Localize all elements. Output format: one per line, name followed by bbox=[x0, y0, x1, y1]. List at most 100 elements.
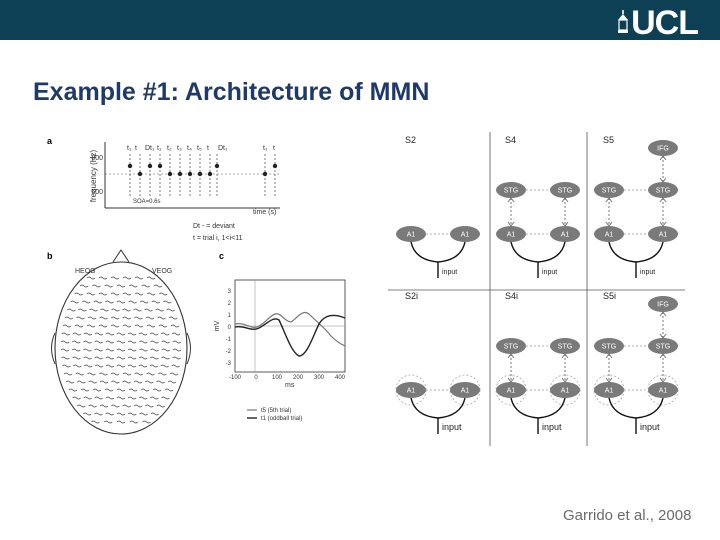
electrode-trace bbox=[116, 420, 126, 424]
stg-left-label: STG bbox=[602, 188, 616, 195]
erp-trace-t1 bbox=[234, 314, 346, 357]
electrode-trace bbox=[110, 292, 120, 296]
electrode-trace bbox=[156, 404, 166, 408]
electrode-trace bbox=[100, 308, 109, 312]
model-cell-label: S5 bbox=[603, 135, 614, 145]
trial-dot bbox=[177, 171, 183, 177]
electrode-trace bbox=[110, 372, 120, 376]
electrode-trace bbox=[140, 388, 150, 392]
input-connection bbox=[437, 397, 466, 419]
electrode-trace bbox=[105, 364, 115, 368]
electrode-trace bbox=[141, 284, 150, 288]
legend-trial: t = trial i, 1<i<11 bbox=[193, 235, 243, 242]
trial-dot bbox=[127, 163, 133, 169]
erp-ytick: -1 bbox=[226, 337, 232, 343]
a1-left-label: A1 bbox=[507, 232, 516, 239]
electrode-trace bbox=[99, 316, 108, 320]
stg-left-label: STG bbox=[602, 344, 616, 351]
trial-label: t₄ bbox=[187, 145, 192, 152]
header-bar: UCL bbox=[0, 0, 720, 43]
a1-right-node bbox=[450, 382, 480, 398]
electrode-trace bbox=[145, 316, 155, 320]
input-connection bbox=[510, 241, 539, 263]
electrode-trace bbox=[110, 276, 120, 280]
electrode-trace bbox=[105, 396, 115, 400]
electrode-trace bbox=[94, 396, 104, 400]
electrode-trace bbox=[157, 316, 166, 320]
erp-ytick: -2 bbox=[226, 349, 232, 355]
electrode-trace bbox=[150, 340, 159, 344]
electrode-trace bbox=[160, 332, 170, 336]
electrode-trace bbox=[127, 356, 137, 360]
electrode-trace bbox=[150, 348, 159, 352]
ucl-logo: UCL bbox=[618, 4, 699, 43]
electrode-trace bbox=[104, 388, 114, 392]
stg-left-node bbox=[496, 182, 526, 198]
input-connection bbox=[410, 397, 439, 419]
electrode-trace bbox=[99, 372, 108, 376]
electrode-trace bbox=[149, 332, 159, 336]
erp-xtick: 300 bbox=[314, 375, 325, 381]
electrode-trace bbox=[160, 364, 169, 368]
electrode-trace bbox=[150, 412, 159, 416]
stg-right-node bbox=[648, 338, 678, 354]
trial-label: Dt₁ bbox=[145, 145, 155, 152]
trial-dot bbox=[137, 171, 143, 177]
panel-b-label: b bbox=[47, 251, 53, 261]
electrode-trace bbox=[111, 404, 120, 408]
input-label: input bbox=[542, 422, 562, 432]
trial-dot bbox=[157, 163, 163, 169]
electrode-trace bbox=[134, 316, 143, 320]
electrode-trace bbox=[122, 308, 131, 312]
electrode-trace bbox=[169, 372, 179, 376]
electrode-trace bbox=[88, 380, 97, 384]
trial-label: t₁ bbox=[127, 145, 132, 152]
electrode-trace bbox=[73, 364, 82, 368]
electrode-trace bbox=[104, 284, 113, 288]
electrode-trace bbox=[150, 396, 159, 400]
electrode-trace bbox=[89, 308, 98, 312]
input-connection bbox=[410, 241, 439, 263]
trial-dot bbox=[207, 171, 213, 177]
electrode-trace bbox=[134, 276, 144, 280]
electrode-trace bbox=[161, 356, 170, 360]
electrode-trace bbox=[116, 340, 126, 344]
electrode-trace bbox=[122, 324, 132, 328]
electrode-trace bbox=[158, 372, 167, 376]
panel-a-ylabel: frequency (Hz) bbox=[89, 149, 98, 202]
electrode-trace bbox=[75, 372, 84, 376]
trial-dot bbox=[187, 171, 193, 177]
left-ear bbox=[51, 332, 56, 365]
electrode-trace bbox=[116, 348, 126, 352]
electrode-trace bbox=[83, 348, 92, 352]
electrode-trace bbox=[139, 300, 149, 304]
electrode-trace bbox=[92, 388, 102, 392]
input-connection bbox=[510, 397, 539, 419]
erp-xtick: -100 bbox=[229, 375, 242, 381]
a1-right-node bbox=[648, 226, 678, 242]
stg-right-label: STG bbox=[558, 344, 572, 351]
electrode-trace bbox=[94, 364, 104, 368]
electrode-trace bbox=[76, 316, 85, 320]
electrode-trace bbox=[86, 324, 96, 328]
nose bbox=[112, 249, 130, 263]
electrode-trace bbox=[105, 332, 115, 336]
erp-xtick: 200 bbox=[293, 375, 304, 381]
trial-dot bbox=[262, 171, 268, 177]
a1-right-label: A1 bbox=[561, 232, 570, 239]
trial-dot bbox=[214, 163, 220, 169]
electrode-trace bbox=[105, 412, 114, 416]
a1-right-node bbox=[550, 382, 580, 398]
trial-dot bbox=[147, 163, 153, 169]
input-label: input bbox=[442, 422, 462, 432]
logo-text: UCL bbox=[631, 4, 699, 42]
electrode-trace bbox=[128, 412, 137, 416]
a1-right-label: A1 bbox=[461, 232, 470, 239]
ifg-label: IFG bbox=[657, 302, 669, 309]
trial-label: Dt₁ bbox=[218, 145, 228, 152]
a1-left-label: A1 bbox=[605, 232, 614, 239]
trial-label: t₅ bbox=[197, 145, 202, 152]
a1-left-node bbox=[396, 382, 426, 398]
electrode-trace bbox=[159, 292, 168, 296]
